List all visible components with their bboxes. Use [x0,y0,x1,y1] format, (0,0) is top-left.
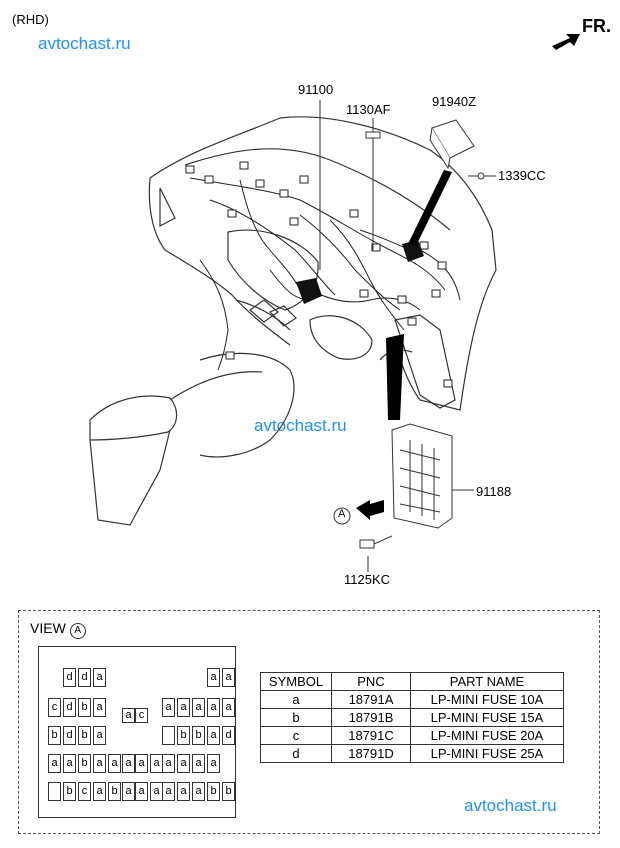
fuse-slot: a [93,668,106,687]
fuse-slot: b [177,726,190,745]
fuse-slot: b [222,782,235,801]
view-marker-badge: A [69,623,86,639]
fuse-slot: d [63,726,76,745]
fuse-slot: d [222,726,235,745]
watermark-bottom: avtochast.ru [464,796,557,815]
fuse-slot: d [78,668,91,687]
fuse-slot: a [93,726,106,745]
fuse-slot: b [78,698,91,717]
fuse-slot: a [135,782,148,801]
view-a-panel [18,610,600,834]
fuse-slot: a [222,668,235,687]
variant-label: (RHD) [12,12,49,27]
module-icon [429,119,475,170]
fuse-slot: a [177,782,190,801]
header-pnc: PNC [331,672,411,691]
fuse-slot: a [162,754,175,773]
fuse-slot: a [135,754,148,773]
fuse-slot: a [93,754,106,773]
screw-icon [477,172,485,180]
front-direction-label: FR. [582,16,611,36]
header-part-name: PART NAME [410,672,564,691]
fuse-slot: b [78,726,91,745]
view-marker-letter: A [338,508,346,520]
fuse-slot: a [192,782,205,801]
fuse-slot: d [63,698,76,717]
callout-bolt-top: 1130AF [346,102,391,117]
fuse-slot: a [150,782,163,801]
fuse-slot: b [78,754,91,773]
fuse-slot: a [108,754,121,773]
fuse-slot: a [48,754,61,773]
wiring-harness-drawing [89,34,580,572]
fuse-slot: a [122,782,135,801]
watermark-middle: avtochast.ru [254,416,347,435]
fuse-slot: a [122,708,135,723]
watermark-top: avtochast.ru [38,34,131,53]
fuse-slot: a [192,754,205,773]
fuse-slot: a [177,754,190,773]
fuse-slot: a [122,754,135,773]
header-symbol: SYMBOL [260,672,332,691]
fuse-slot: b [48,726,61,745]
fuse-slot: a [93,698,106,717]
fuse-slot: a [207,754,220,773]
module-pointer-icon [408,170,452,246]
callout-module: 91940Z [432,94,477,109]
harness-connectors [185,161,453,388]
view-marker-circle [333,507,351,525]
callout-bolt-bottom: 1125KC [344,572,391,587]
fuse-slot: b [108,782,121,801]
callout-fuse-box: 91188 [476,484,512,499]
fuse-slot: a [207,726,220,745]
fuse-slot [162,726,175,745]
fuse-slot: c [48,698,61,717]
fuse-slot: b [63,782,76,801]
fuse-slot [48,782,61,801]
view-arrow-icon [356,500,384,520]
fusebox-pointer-icon [386,334,404,420]
fuse-panel [38,646,236,818]
fuse-slot: a [162,698,175,717]
fuse-slot: c [135,708,148,723]
bolt-top-icon [365,131,381,154]
fuse-slot: a [93,782,106,801]
table-header-row: SYMBOL PNC PART NAME [260,672,564,691]
fuse-slot: b [192,726,205,745]
junction-blocks [296,240,424,304]
fuse-box-icon [391,423,453,529]
fuse-slot: a [222,698,235,717]
fuse-slot: a [177,698,190,717]
fuse-slot: d [63,668,76,687]
front-arrow-icon [552,34,580,50]
fuse-slot: c [78,782,91,801]
view-label: VIEW A [30,620,86,639]
fuse-slot: a [192,698,205,717]
fuse-slot: a [207,698,220,717]
fuse-slot: b [207,782,220,801]
bolt-bottom-icon [359,535,393,549]
fuse-slot: a [162,782,175,801]
callout-harness: 91100 [298,82,334,97]
callout-module-screw: 1339CC [498,168,546,183]
fuse-slot: a [207,668,220,687]
fuse-slot: a [63,754,76,773]
